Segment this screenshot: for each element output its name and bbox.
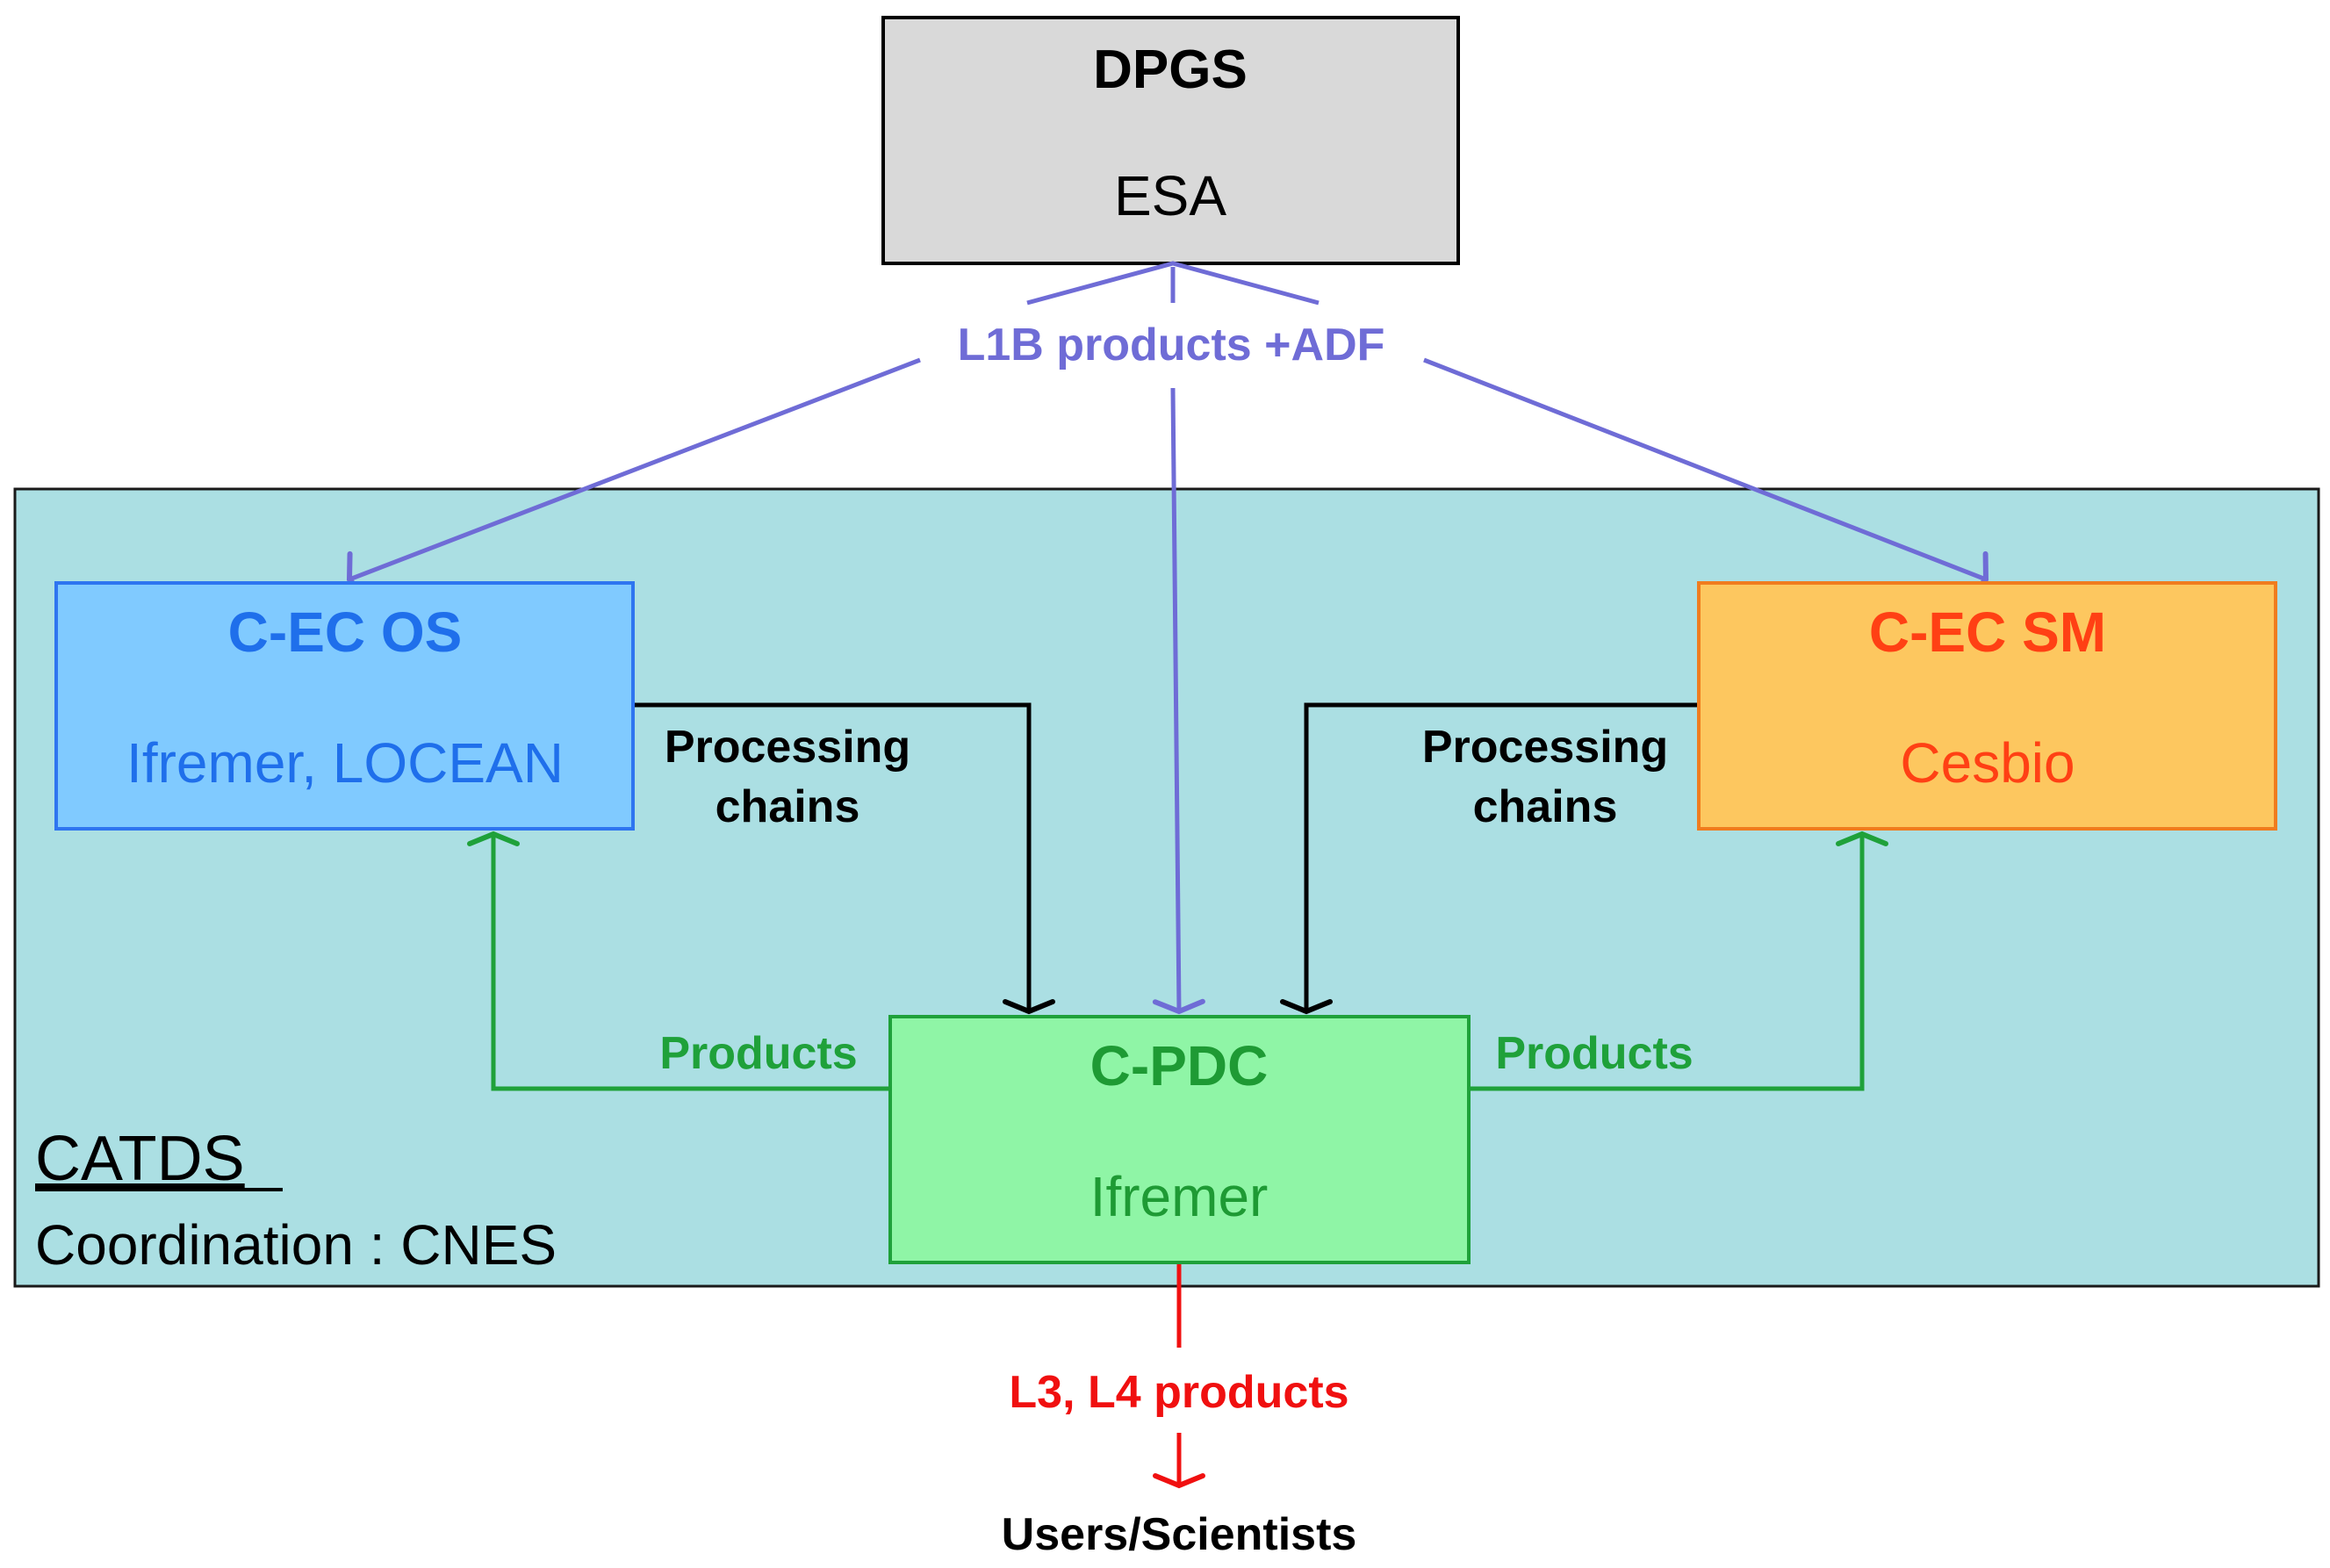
products-arrow-right — [1469, 831, 1888, 1091]
product-arrows: Products Products — [467, 831, 1888, 1091]
cec-os-title: C-EC OS — [228, 601, 463, 664]
arrow-to-cec-os — [346, 357, 921, 601]
l3-l4-products-label: L3, L4 products — [1009, 1367, 1348, 1418]
cpdc-title: C-PDC — [1090, 1034, 1269, 1097]
catds-title: CATDS — [35, 1124, 245, 1194]
arrow-to-cpdc — [1152, 387, 1205, 1015]
esa-chevron — [1026, 261, 1320, 306]
processing-arrow-right — [1280, 702, 1697, 1015]
processing-chain-arrows: Processing chains Processing chains — [635, 702, 1697, 1015]
l1b-products-label: L1B products +ADF — [958, 320, 1385, 370]
cec-sm-box — [1697, 581, 2277, 831]
cec-os-box — [54, 581, 635, 831]
dpgs-node: DPGS ESA — [881, 16, 1460, 265]
processing-label-left-2: chains — [716, 781, 860, 832]
cpdc-box — [888, 1015, 1471, 1264]
processing-arrow-left — [635, 702, 1055, 1015]
processing-label-left-1: Processing — [665, 722, 910, 773]
dpgs-title: DPGS — [1093, 40, 1248, 100]
output-arrow-group: L3, L4 products Users/Scientists — [1002, 1264, 1357, 1560]
cec-sm-subtitle: Cesbio — [1900, 731, 2075, 795]
cec-sm-title: C-EC SM — [1869, 601, 2106, 664]
dpgs-box — [881, 16, 1460, 265]
catds-label-group: CATDS Coordination : CNES — [35, 1124, 557, 1277]
arrow-to-cec-sm — [1423, 357, 1989, 601]
products-arrow-left — [467, 831, 890, 1091]
processing-label-right-1: Processing — [1422, 722, 1668, 773]
products-label-right: Products — [1495, 1028, 1693, 1079]
processing-label-right-2: chains — [1473, 781, 1618, 832]
cpdc-subtitle: Ifremer — [1090, 1165, 1269, 1228]
products-label-left: Products — [659, 1028, 857, 1079]
cec-os-subtitle: Ifremer, LOCEAN — [126, 731, 564, 795]
cec-os-node: C-EC OS Ifremer, LOCEAN — [54, 581, 635, 831]
dpgs-subtitle: ESA — [1114, 164, 1226, 227]
users-scientists-label: Users/Scientists — [1002, 1509, 1357, 1560]
esa-distribution-arrows: L1B products +ADF — [346, 261, 1989, 1015]
catds-coordination: Coordination : CNES — [35, 1213, 557, 1277]
cpdc-node: C-PDC Ifremer — [888, 1015, 1471, 1264]
cec-sm-node: C-EC SM Cesbio — [1697, 581, 2277, 831]
